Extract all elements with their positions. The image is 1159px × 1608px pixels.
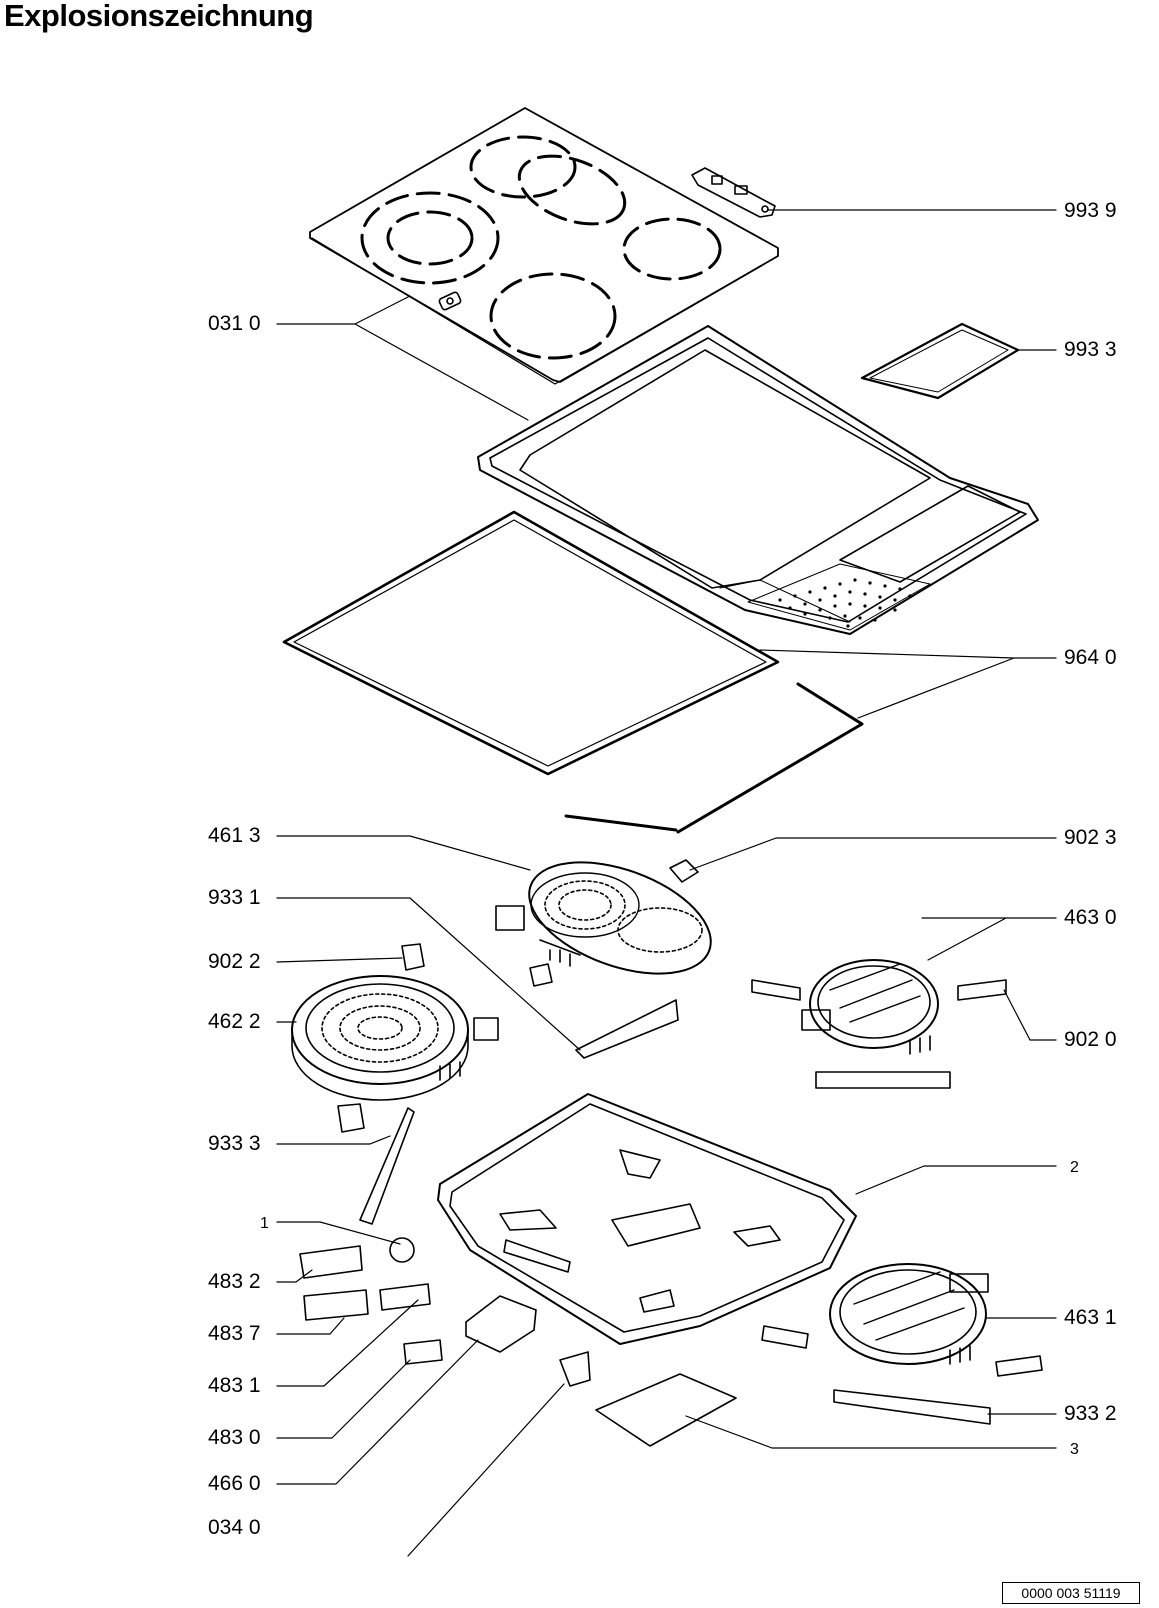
part-label-483-1: 483 1	[208, 1374, 261, 1397]
part-label-034-0: 034 0	[208, 1516, 261, 1539]
part-label-483-7: 483 7	[208, 1322, 261, 1345]
large-gasket	[282, 510, 864, 834]
clip-034-0	[559, 1351, 591, 1387]
part-label-933-3: 933 3	[208, 1132, 261, 1155]
bracket-902-2	[401, 943, 425, 971]
part-label-1: 1	[260, 1215, 269, 1232]
support-rail-lower	[815, 1071, 951, 1089]
small-gasket	[860, 322, 1020, 400]
bracket-902-0-right	[957, 979, 1007, 1001]
part-label-463-1: 463 1	[1064, 1306, 1117, 1329]
part-label-993-3: 993 3	[1064, 338, 1117, 361]
bracket-small-3	[761, 1325, 809, 1349]
switch-housing	[465, 1295, 537, 1353]
part-label-933-1: 933 1	[208, 886, 261, 909]
profile-clip-part	[691, 167, 776, 218]
support-rail-933-1	[575, 999, 679, 1059]
hob-frame	[477, 325, 1039, 635]
page-title: Explosionszeichnung	[4, 0, 314, 33]
cover-plate	[595, 1373, 737, 1447]
base-tray	[437, 1093, 857, 1345]
part-label-902-2: 902 2	[208, 950, 261, 973]
document-number: 0000 003 51119	[1002, 1582, 1140, 1604]
part-label-902-0: 902 0	[1064, 1028, 1117, 1051]
part-label-3: 3	[1070, 1441, 1079, 1458]
part-label-461-3: 461 3	[208, 824, 261, 847]
part-label-466-0: 466 0	[208, 1472, 261, 1495]
round-heating-element-462-2	[291, 975, 499, 1101]
terminal-blocks	[299, 1237, 443, 1365]
bracket-902-3	[669, 859, 699, 883]
part-label-483-0: 483 0	[208, 1426, 261, 1449]
round-heating-element-463-0	[801, 959, 939, 1055]
part-label-463-0: 463 0	[1064, 906, 1117, 929]
bracket-902-0-left	[751, 979, 801, 1001]
bracket-small-2	[337, 1103, 365, 1133]
round-heating-element-463-1	[829, 1263, 989, 1365]
part-label-964-0: 964 0	[1064, 646, 1117, 669]
part-label-462-2: 462 2	[208, 1010, 261, 1033]
support-rail-933-3	[359, 1107, 415, 1225]
part-label-483-2: 483 2	[208, 1270, 261, 1293]
bracket-small-1	[529, 963, 553, 987]
support-rail-933-2	[833, 1389, 991, 1425]
part-label-993-9: 993 9	[1064, 199, 1117, 222]
oval-heating-element	[495, 861, 712, 975]
part-label-933-2: 933 2	[1064, 1402, 1117, 1425]
part-label-902-3: 902 3	[1064, 826, 1117, 849]
leader-lines	[276, 209, 1057, 1557]
bracket-small-4	[995, 1355, 1043, 1377]
ceramic-hob-glass-top	[309, 107, 779, 385]
part-label-031-0: 031 0	[208, 312, 261, 335]
part-label-2: 2	[1070, 1159, 1079, 1176]
